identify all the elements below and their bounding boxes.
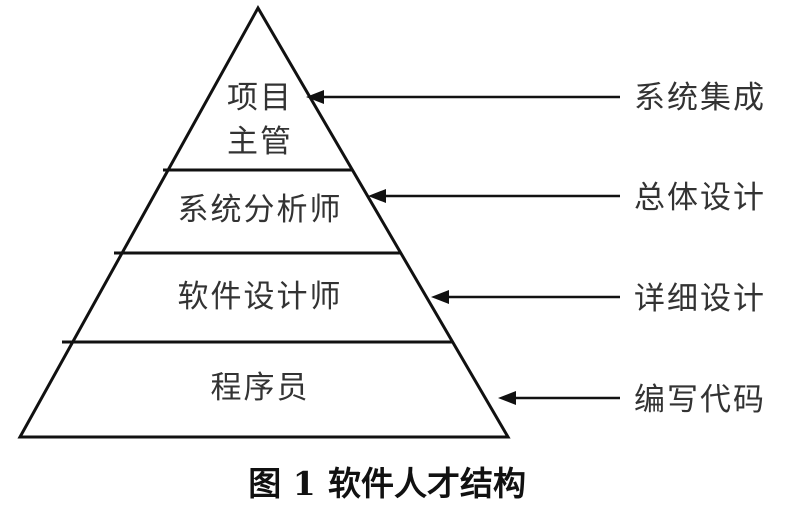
phase-arrows [306,90,620,405]
arrow-head [431,290,449,304]
arrow-system-integration [306,90,620,104]
level-label-project-manager-line1: 项目 [227,80,293,116]
pyramid-level-labels: 项目 主管 系统分析师 软件设计师 程序员 [178,80,343,406]
phase-labels: 系统集成 总体设计 详细设计 编写代码 [634,80,766,418]
figure-caption: 图 1 软件人才结构 [248,464,526,503]
phase-label-system-integration: 系统集成 [634,80,766,116]
caption-number: 图 1 [248,464,315,503]
phase-label-overall-design: 总体设计 [634,180,766,216]
level-label-programmer: 程序员 [211,370,310,406]
arrow-head [368,189,386,203]
level-label-project-manager-line2: 主管 [227,124,293,160]
level-label-software-designer: 软件设计师 [178,279,343,315]
arrow-coding [498,391,620,405]
pyramid-outline [17,4,511,439]
pyramid [17,4,511,439]
arrow-detailed-design [431,290,620,304]
arrow-head [306,90,324,104]
level-label-system-analyst: 系统分析师 [178,192,343,228]
arrow-head [498,391,516,405]
arrow-overall-design [368,189,620,203]
phase-label-detailed-design: 详细设计 [634,281,766,317]
caption-title: 软件人才结构 [328,464,526,503]
phase-label-coding: 编写代码 [634,382,766,418]
